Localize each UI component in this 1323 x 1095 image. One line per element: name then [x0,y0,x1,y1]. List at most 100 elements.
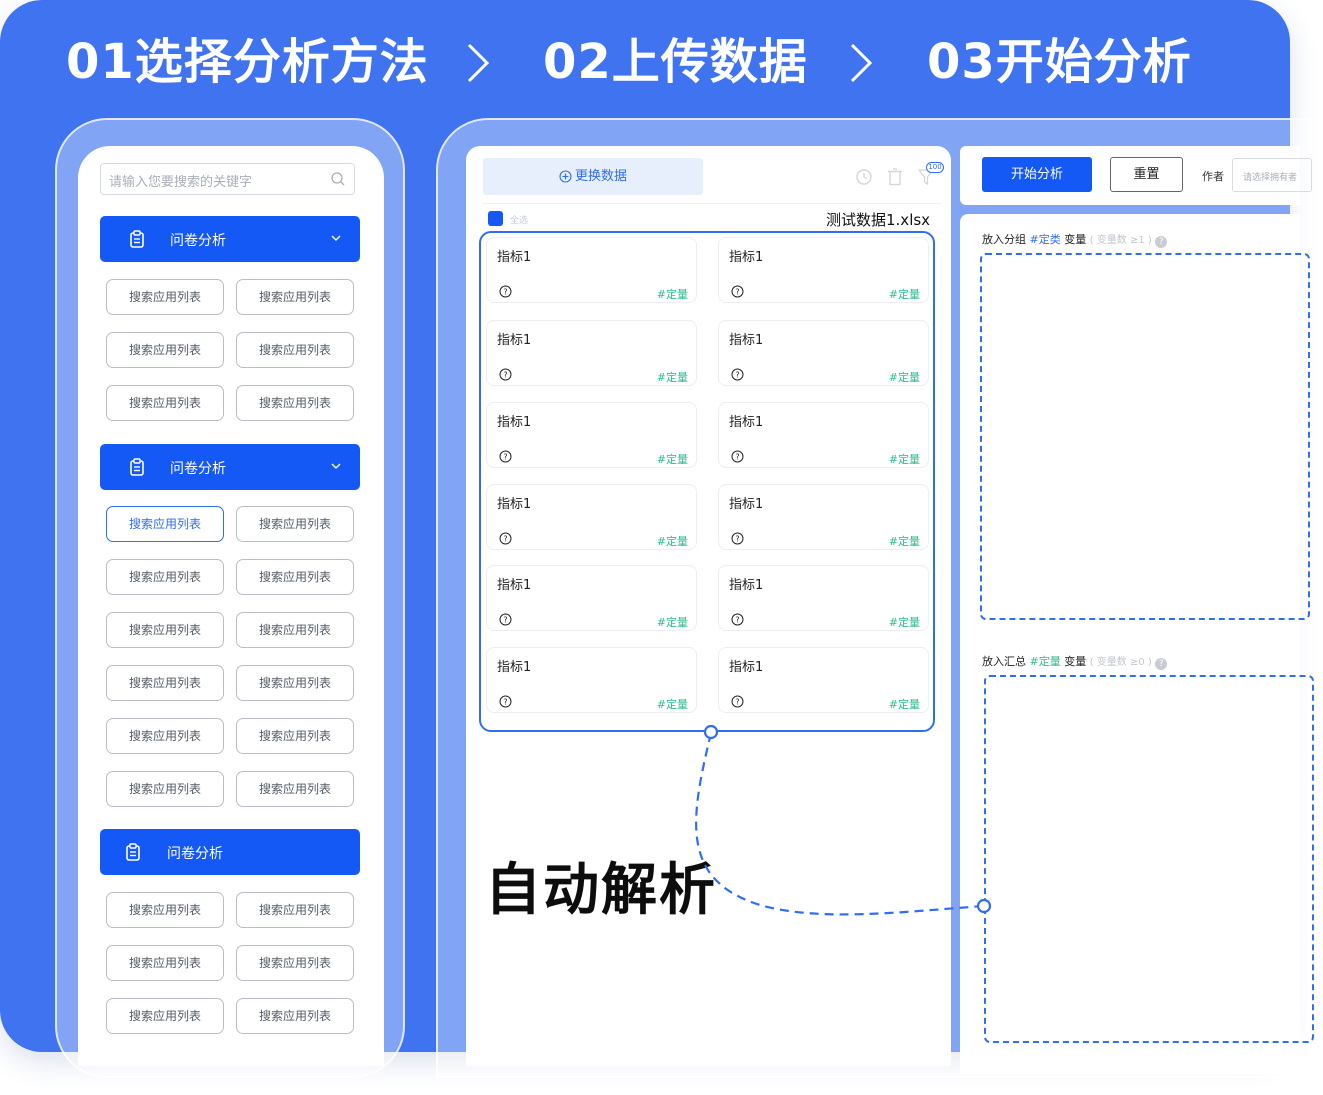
help-icon[interactable]: ? [731,368,744,381]
group-zone-suffix: 变量 [1064,233,1087,246]
group-zone-prefix: 放入分组 [982,233,1026,246]
method-item[interactable]: 搜索应用列表 [236,665,354,701]
indicator-title: 指标1 [729,333,764,348]
chevron-down-icon [331,463,341,469]
category-label: 问卷分析 [170,461,226,477]
method-item[interactable]: 搜索应用列表 [106,279,224,315]
svg-text:?: ? [735,698,739,707]
method-item[interactable]: 搜索应用列表 [106,718,224,754]
indicator-card[interactable]: 指标1?#定量 [486,237,697,303]
method-item[interactable]: 搜索应用列表 [106,332,224,368]
indicator-card[interactable]: 指标1?#定量 [486,484,697,550]
help-icon[interactable]: ? [1155,658,1168,670]
method-item[interactable]: 搜索应用列表 [236,506,354,542]
svg-text:?: ? [503,698,507,707]
method-item[interactable]: 搜索应用列表 [236,771,354,807]
quantitative-tag: #定量 [1029,655,1061,668]
help-icon[interactable]: ? [731,450,744,463]
trash-icon[interactable] [887,168,903,186]
search-placeholder: 请输入您要搜索的关键字 [109,175,253,190]
group-zone-hint: ( 变量数 ≥1 ) [1089,235,1152,246]
method-item[interactable]: 搜索应用列表 [236,998,354,1034]
help-icon[interactable]: ? [499,368,512,381]
category-questionnaire-1[interactable]: 问卷分析 [100,216,360,262]
history-icon[interactable] [855,168,873,186]
chevron-right-icon [467,43,490,83]
method-item[interactable]: 搜索应用列表 [106,945,224,981]
help-icon[interactable]: ? [1155,236,1168,248]
method-item[interactable]: 搜索应用列表 [236,612,354,648]
method-item[interactable]: 搜索应用列表 [106,612,224,648]
plus-circle-icon [559,170,572,183]
summary-zone-prefix: 放入汇总 [982,655,1026,668]
summary-dropzone[interactable] [984,675,1314,1043]
svg-text:?: ? [503,535,507,544]
change-data-button[interactable]: 更换数据 [483,158,703,195]
summary-zone-label: 放入汇总 #定量 变量 ( 变量数 ≥0 ) ? [982,653,1168,670]
file-name: 测试数据1.xlsx [826,211,931,229]
filter-count-badge: 100 [926,162,944,173]
method-item[interactable]: 搜索应用列表 [236,718,354,754]
change-data-label: 更换数据 [574,169,627,184]
step-1-label: 01选择分析方法 [66,34,429,90]
help-icon[interactable]: ? [731,695,744,708]
group-zone-label: 放入分组 #定类 变量 ( 变量数 ≥1 ) ? [982,231,1168,248]
author-label: 作者 [1202,170,1224,183]
indicator-title: 指标1 [729,660,764,675]
help-icon[interactable]: ? [731,285,744,298]
help-icon[interactable]: ? [499,532,512,545]
method-item[interactable]: 搜索应用列表 [236,559,354,595]
indicator-card[interactable]: 指标1?#定量 [718,402,929,468]
indicator-card[interactable]: 指标1?#定量 [486,402,697,468]
method-item[interactable]: 搜索应用列表 [236,279,354,315]
help-icon[interactable]: ? [731,613,744,626]
start-analysis-button[interactable]: 开始分析 [982,157,1092,192]
help-icon[interactable]: ? [499,285,512,298]
method-item[interactable]: 搜索应用列表 [236,385,354,421]
quantitative-tag: #定量 [656,453,688,466]
category-questionnaire-2[interactable]: 问卷分析 [100,444,360,490]
method-item[interactable]: 搜索应用列表 [106,998,224,1034]
search-input[interactable]: 请输入您要搜索的关键字 [100,163,355,195]
chevron-right-icon [850,43,873,83]
indicator-card[interactable]: 指标1?#定量 [486,320,697,386]
svg-text:?: ? [735,453,739,462]
method-item[interactable]: 搜索应用列表 [236,892,354,928]
category-questionnaire-3[interactable]: 问卷分析 [100,829,360,875]
method-item[interactable]: 搜索应用列表 [106,771,224,807]
indicator-card[interactable]: 指标1?#定量 [718,320,929,386]
select-all-checkbox[interactable] [488,211,503,226]
indicator-title: 指标1 [497,660,532,675]
indicator-title: 指标1 [729,250,764,265]
author-select[interactable]: 请选择拥有者 [1232,158,1312,192]
help-icon[interactable]: ? [731,532,744,545]
help-icon[interactable]: ? [499,613,512,626]
indicator-card[interactable]: 指标1?#定量 [718,565,929,631]
method-item[interactable]: 搜索应用列表 [106,665,224,701]
chevron-down-icon [331,235,341,241]
help-icon[interactable]: ? [499,695,512,708]
category-label: 问卷分析 [167,846,223,862]
method-item[interactable]: 搜索应用列表 [106,892,224,928]
method-item-selected[interactable]: 搜索应用列表 [106,506,224,542]
reset-button[interactable]: 重置 [1110,157,1183,192]
indicator-card[interactable]: 指标1?#定量 [718,647,929,713]
group-dropzone[interactable] [980,253,1310,620]
indicator-card[interactable]: 指标1?#定量 [486,647,697,713]
svg-text:?: ? [735,371,739,380]
svg-text:?: ? [503,453,507,462]
method-item[interactable]: 搜索应用列表 [236,945,354,981]
quantitative-tag: #定量 [888,535,920,548]
indicator-card[interactable]: 指标1?#定量 [718,484,929,550]
svg-text:?: ? [735,288,739,297]
quantitative-tag: #定量 [888,453,920,466]
method-item[interactable]: 搜索应用列表 [236,332,354,368]
method-item[interactable]: 搜索应用列表 [106,559,224,595]
help-icon[interactable]: ? [499,450,512,463]
indicator-card[interactable]: 指标1?#定量 [486,565,697,631]
quantitative-tag: #定量 [888,616,920,629]
quantitative-tag: #定量 [656,371,688,384]
indicator-card[interactable]: 指标1?#定量 [718,237,929,303]
clipboard-icon [130,458,144,476]
method-item[interactable]: 搜索应用列表 [106,385,224,421]
